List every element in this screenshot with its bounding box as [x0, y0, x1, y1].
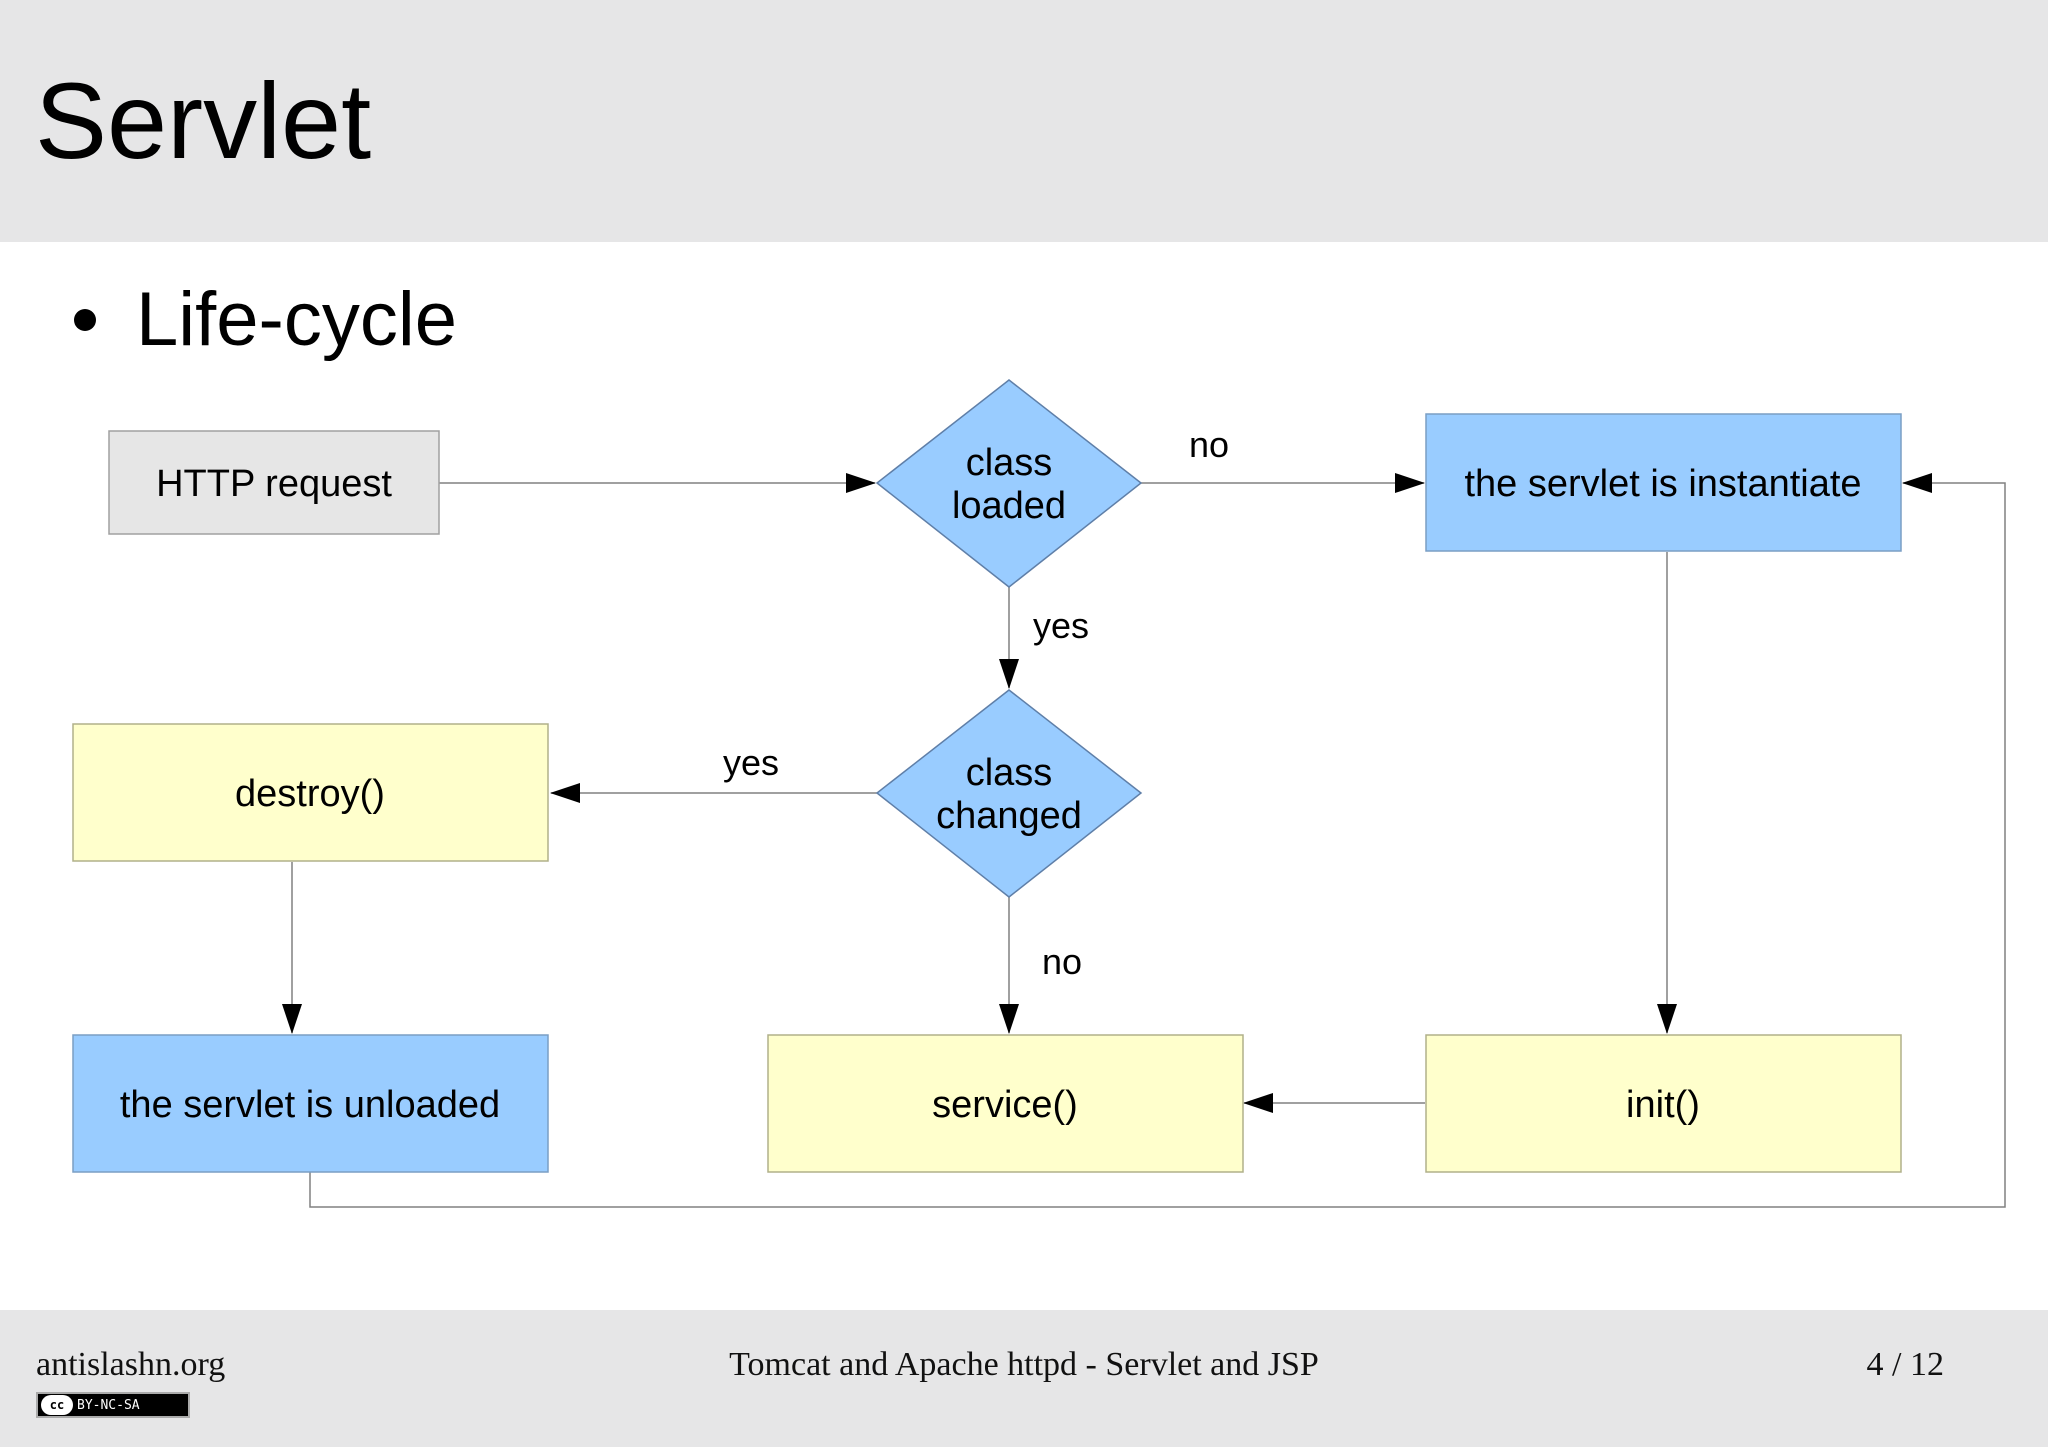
node-unloaded: the servlet is unloaded: [72, 1034, 549, 1173]
node-http-request: HTTP request: [108, 430, 440, 535]
node-service-label: service(): [932, 1084, 1078, 1126]
node-class-changed-line2: changed: [936, 795, 1082, 837]
node-class-changed-line1: class: [966, 752, 1053, 794]
bullet-icon: [74, 309, 96, 331]
bullet-item: Life-cycle: [74, 270, 457, 370]
node-class-changed: class changed: [875, 689, 1143, 898]
node-service: service(): [767, 1034, 1244, 1173]
footer-subtitle: Tomcat and Apache httpd - Servlet and JS…: [729, 1346, 1319, 1383]
node-destroy-label: destroy(): [235, 773, 385, 815]
node-class-loaded-line1: class: [966, 442, 1053, 484]
footer-site: antislashn.org: [36, 1346, 226, 1383]
node-destroy: destroy(): [72, 723, 549, 862]
node-instantiate: the servlet is instantiate: [1425, 413, 1902, 552]
lifecycle-flowchart: HTTP request class loaded the servlet is…: [72, 379, 2006, 1208]
slide-title: Servlet: [35, 60, 372, 181]
node-http-request-label: HTTP request: [156, 463, 392, 505]
slide-header: [0, 0, 2048, 242]
cc-license-label: BY-NC-SA: [77, 1397, 140, 1413]
edge-label-loaded-no: no: [1189, 424, 1229, 465]
node-class-loaded: class loaded: [875, 379, 1143, 588]
edge-label-changed-no: no: [1042, 941, 1082, 982]
node-init-label: init(): [1626, 1084, 1700, 1126]
cc-license-icon: cc BY-NC-SA: [36, 1392, 190, 1418]
node-init: init(): [1425, 1034, 1902, 1173]
edge-label-changed-yes: yes: [723, 742, 779, 783]
node-instantiate-label: the servlet is instantiate: [1464, 463, 1861, 505]
edge-unloaded-to-instantiate: [309, 473, 2006, 1208]
node-unloaded-label: the servlet is unloaded: [120, 1084, 500, 1126]
edge-label-loaded-yes: yes: [1033, 605, 1089, 646]
cc-logo-icon: cc: [41, 1395, 73, 1415]
slide-footer: [0, 1310, 2048, 1447]
node-class-loaded-line2: loaded: [952, 485, 1066, 527]
footer-page-number: 4 / 12: [1866, 1346, 1944, 1383]
bullet-text: Life-cycle: [136, 277, 457, 362]
